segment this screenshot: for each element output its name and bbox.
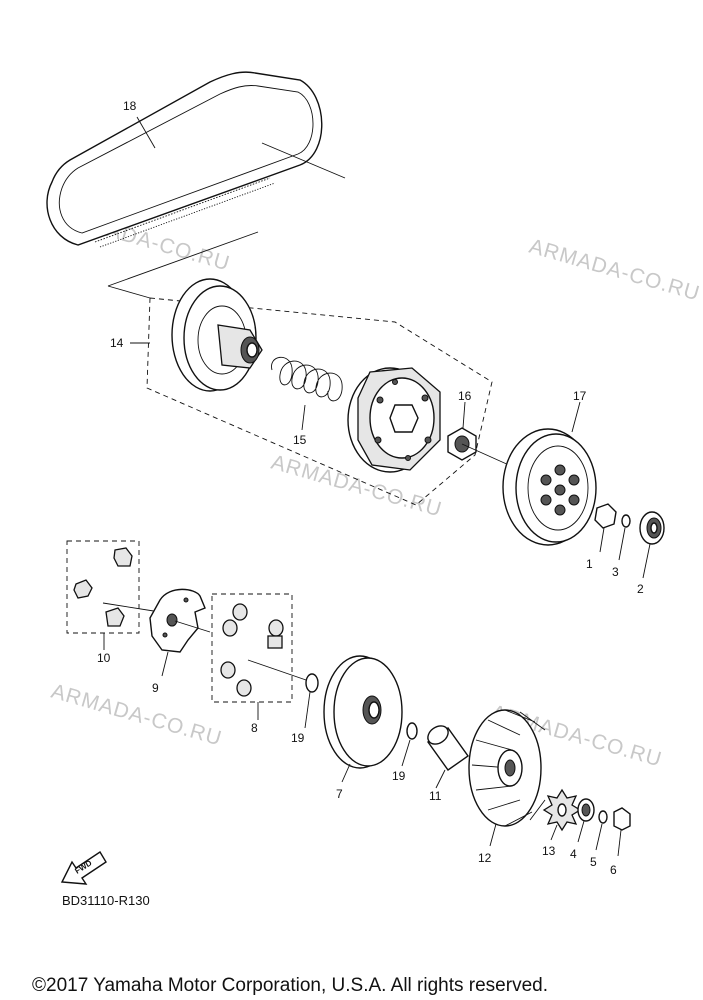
- leader-line: [247, 659, 307, 681]
- washer[interactable]: [621, 514, 631, 528]
- copyright-notice: ©2017 Yamaha Motor Corporation, U.S.A. A…: [32, 975, 548, 996]
- callout-10: 10: [97, 651, 111, 665]
- sheave-nut[interactable]: [594, 503, 617, 529]
- collar[interactable]: [424, 722, 469, 771]
- leader-line: [550, 824, 558, 841]
- leader-line: [301, 404, 306, 431]
- primary-fixed-sheave[interactable]: [468, 709, 546, 827]
- leader-line: [617, 829, 622, 857]
- callout-19: 19: [291, 731, 305, 745]
- leader-line: [161, 651, 169, 677]
- leader-line: [577, 820, 585, 843]
- star-washer[interactable]: [542, 788, 582, 832]
- callout-19: 19: [392, 769, 406, 783]
- leader-line: [462, 401, 466, 429]
- callout-5: 5: [590, 855, 597, 869]
- callout-6: 6: [610, 863, 617, 877]
- callout-12: 12: [478, 851, 492, 865]
- leader-line: [102, 602, 161, 613]
- drawing-code: BD31110-R130: [62, 893, 150, 908]
- o-ring[interactable]: [305, 673, 319, 693]
- leader-line: [618, 527, 626, 561]
- callout-2: 2: [637, 582, 644, 596]
- watermark: ARMADA-CO.RU: [49, 680, 225, 751]
- callout-9: 9: [152, 681, 159, 695]
- secondary-sheave[interactable]: [171, 278, 263, 392]
- callout-7: 7: [336, 787, 343, 801]
- leader-line: [341, 763, 351, 783]
- compression-spring[interactable]: [271, 356, 343, 402]
- flange-nut[interactable]: [613, 807, 631, 831]
- cam-plate[interactable]: [149, 588, 206, 653]
- leader-line: [304, 691, 311, 729]
- clutch-housing[interactable]: [502, 428, 597, 546]
- clutch-carrier[interactable]: [347, 367, 441, 473]
- bearing[interactable]: [639, 511, 665, 545]
- callout-3: 3: [612, 565, 619, 579]
- callout-8: 8: [251, 721, 258, 735]
- leader-line: [107, 285, 151, 299]
- assembly-14-boundary: [146, 297, 493, 506]
- primary-sliding-sheave[interactable]: [323, 655, 403, 769]
- callout-14: 14: [110, 336, 124, 350]
- leader-line: [401, 739, 411, 767]
- callout-17: 17: [573, 389, 587, 403]
- leader-line: [174, 620, 211, 633]
- leader-line: [107, 231, 259, 287]
- leader-line: [136, 116, 156, 149]
- callout-1: 1: [586, 557, 593, 571]
- watermark: ARMADA-CO.RU: [527, 235, 703, 306]
- weight-group-boundary: [211, 593, 293, 703]
- sheave-nut[interactable]: [577, 798, 595, 822]
- callout-18: 18: [123, 99, 137, 113]
- leader-line: [595, 823, 603, 851]
- callout-11: 11: [429, 789, 442, 803]
- leader-line: [571, 401, 581, 433]
- callout-4: 4: [570, 847, 577, 861]
- callout-13: 13: [542, 844, 556, 858]
- slider-pieces[interactable]: [73, 547, 133, 627]
- roller-weights[interactable]: [220, 603, 284, 697]
- v-belt[interactable]: [46, 71, 323, 248]
- washer[interactable]: [598, 810, 608, 824]
- leader-line: [435, 769, 446, 789]
- callout-15: 15: [293, 433, 307, 447]
- leader-line: [261, 142, 346, 179]
- leader-line: [489, 823, 497, 847]
- leader-line: [599, 527, 605, 553]
- o-ring[interactable]: [406, 722, 418, 740]
- fwd-arrow: FWD: [60, 851, 107, 885]
- callout-16: 16: [458, 389, 472, 403]
- slider-group-boundary: [66, 540, 140, 634]
- leader-line: [642, 543, 651, 579]
